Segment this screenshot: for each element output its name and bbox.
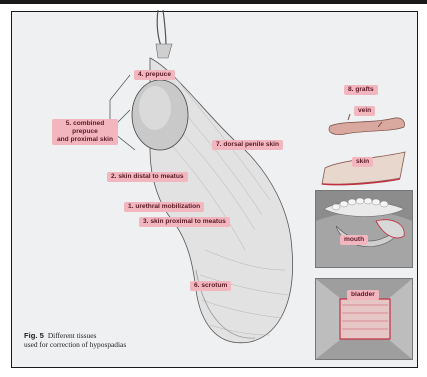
label-skin-distal: 2. skin distal to meatus (107, 172, 188, 182)
figure-number: Fig. 5 (24, 331, 44, 340)
caption-line2: used for correction of hypospadias (24, 340, 126, 349)
hook-right (163, 10, 166, 48)
label-skin-proximal: 3. skin proximal to meatus (139, 217, 230, 227)
label-combined-line1: 5. combined prepuce (66, 120, 104, 135)
mouth-drawing (316, 191, 412, 267)
label-scrotum: 6. scrotum (190, 281, 231, 291)
label-prepuce: 4. prepuce (134, 70, 175, 80)
hook-clip (156, 44, 172, 58)
label-bladder: bladder (347, 290, 379, 300)
glans-highlight (139, 86, 171, 130)
label-vein: vein (354, 106, 375, 116)
label-skin: skin (352, 157, 373, 167)
mouth-panel (315, 190, 413, 268)
hook-left (157, 10, 162, 48)
label-dorsal-penile-skin: 7. dorsal penile skin (212, 140, 283, 150)
label-combined-line2: and proximal skin (57, 136, 113, 143)
vein-graft (329, 118, 404, 135)
label-urethral-mobilization: 1. urethral mobilization (124, 202, 204, 212)
figure-caption: Fig. 5 Different tissues used for correct… (24, 331, 126, 349)
vein-branch-1 (348, 114, 350, 120)
label-combined-prepuce: 5. combined prepuce and proximal skin (52, 119, 118, 145)
label-mouth: mouth (340, 235, 368, 245)
leader-combined-upper (110, 75, 130, 100)
label-grafts: 8. grafts (344, 85, 378, 95)
caption-line1: Different tissues (48, 331, 97, 340)
